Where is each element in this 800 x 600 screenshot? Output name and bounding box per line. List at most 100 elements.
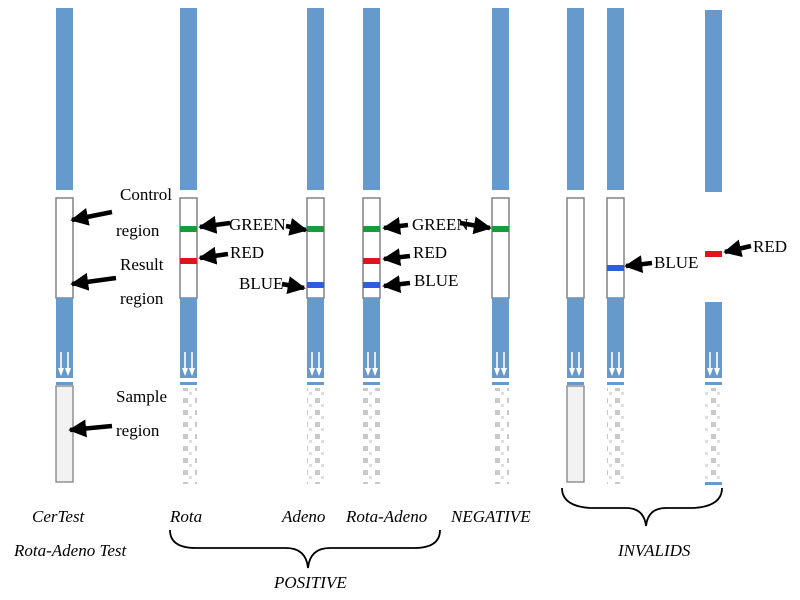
strip-divider — [56, 382, 73, 385]
arrow-adeno-blue — [281, 276, 306, 294]
band-green-rota-adeno — [363, 226, 380, 232]
strip-upper-pad — [607, 8, 624, 190]
flow-arrowheads — [569, 368, 582, 376]
strip-lower-pad — [567, 298, 584, 378]
band-labels: GREEN RED BLUE GREEN RED BLUE BLUE RED — [229, 215, 787, 293]
control-region-label-1: Control — [120, 185, 172, 204]
band-red-invalid-red — [705, 251, 722, 257]
band-red-rota-adeno — [363, 258, 380, 264]
sample-region-label-1: Sample — [116, 387, 167, 406]
band-green-adeno — [307, 226, 324, 232]
sample-pad — [705, 388, 722, 484]
test-strips — [55, 8, 722, 485]
red-label-2: RED — [413, 243, 447, 262]
strip-invalid-red — [705, 10, 722, 485]
flow-arrowheads — [609, 368, 622, 376]
sample-pad — [55, 385, 74, 483]
sample-pad — [566, 385, 585, 483]
arrow-rota-red — [198, 246, 229, 265]
control-region-label-2: region — [116, 221, 160, 240]
rota-adeno-caption: Rota-Adeno — [345, 507, 427, 526]
flow-arrowheads — [182, 368, 195, 376]
strip-window — [179, 197, 198, 299]
strip-lower-pad — [307, 298, 324, 378]
strip-lower-pad — [492, 298, 509, 378]
sample-pad — [607, 388, 624, 484]
strip-rota — [179, 8, 198, 484]
band-red-rota — [180, 258, 197, 264]
arrow-rota-green — [198, 215, 231, 234]
result-region-label-1: Result — [120, 255, 164, 274]
strip-divider — [180, 382, 197, 385]
positive-brace — [169, 529, 441, 569]
strip-divider — [307, 382, 324, 385]
invalids-brace — [561, 487, 723, 527]
flow-arrowheads — [365, 368, 378, 376]
strip-upper-pad — [180, 8, 197, 190]
cer-test-caption: CerTest — [32, 507, 86, 526]
sample-pad-base — [705, 482, 722, 485]
positive-caption: POSITIVE — [273, 573, 347, 592]
arrow-adeno-green — [285, 217, 308, 236]
arrow-result — [70, 272, 117, 291]
strip-upper-pad — [567, 8, 584, 190]
blue-label-1: BLUE — [239, 274, 283, 293]
red-label-1: RED — [230, 243, 264, 262]
band-blue-rota-adeno — [363, 282, 380, 288]
blue-label-3: BLUE — [654, 253, 698, 272]
flow-arrowheads — [707, 368, 720, 376]
rota-adeno-test-caption: Rota-Adeno Test — [13, 541, 128, 560]
sample-pad — [363, 388, 380, 484]
band-blue-adeno — [307, 282, 324, 288]
rota-caption: Rota — [169, 507, 202, 526]
test-bands — [180, 226, 722, 288]
strip-divider — [363, 382, 380, 385]
strip-upper-pad — [363, 8, 380, 190]
strip-window — [491, 197, 510, 299]
arrows — [68, 207, 752, 438]
negative-caption: NEGATIVE — [450, 507, 531, 526]
strip-lower-pad — [180, 298, 197, 378]
green-label-2: GREEN — [412, 215, 469, 234]
arrow-sample — [68, 419, 113, 438]
strip-invalid-blue — [606, 8, 625, 484]
arrow-neg-green — [459, 216, 492, 235]
strip-rota-adeno — [362, 8, 381, 484]
arrow-inv-red — [723, 239, 752, 258]
captions: CerTest Rota-Adeno Test Rota Adeno Rota-… — [13, 507, 691, 592]
flow-arrowheads — [58, 368, 71, 376]
invalids-caption: INVALIDS — [617, 541, 691, 560]
strip-adeno — [306, 8, 325, 484]
green-label-1: GREEN — [229, 215, 286, 234]
blue-label-2: BLUE — [414, 271, 458, 290]
strip-window — [606, 197, 625, 299]
strip-lower-pad — [363, 298, 380, 378]
sample-region-label-2: region — [116, 421, 160, 440]
strip-window — [566, 197, 585, 299]
strip-lower-pad — [56, 298, 73, 378]
sample-pad — [180, 388, 197, 484]
strip-upper-pad — [705, 10, 722, 192]
strip-negative — [491, 8, 510, 484]
band-blue-invalid-blue — [607, 265, 624, 271]
arrow-ra-blue — [382, 275, 411, 294]
flow-arrowheads — [309, 368, 322, 376]
red-label-3: RED — [753, 237, 787, 256]
strip-lower-pad — [705, 302, 722, 378]
strip-divider — [705, 382, 722, 385]
flow-arrowheads — [494, 368, 507, 376]
strip-lower-pad — [607, 298, 624, 378]
strip-invalid-empty — [566, 8, 585, 483]
arrow-inv-blue — [624, 255, 653, 274]
arrow-ra-green — [382, 217, 409, 235]
sample-pad — [492, 388, 509, 484]
region-labels: Control region Result region Sample regi… — [116, 185, 172, 440]
sample-pad — [307, 388, 324, 484]
result-region-label-2: region — [120, 289, 164, 308]
strip-upper-pad — [307, 8, 324, 190]
strip-window — [55, 197, 74, 299]
band-green-rota — [180, 226, 197, 232]
strip-upper-pad — [56, 8, 73, 190]
arrow-ra-red — [382, 248, 411, 267]
